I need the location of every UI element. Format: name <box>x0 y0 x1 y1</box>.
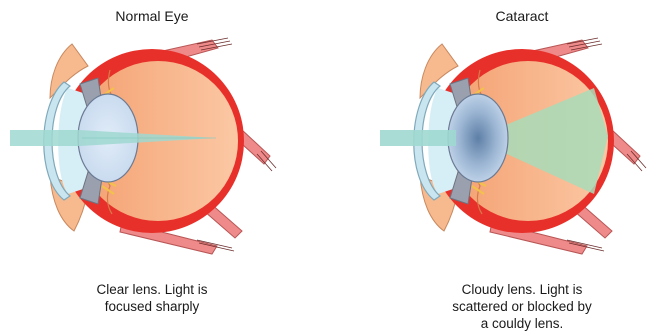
cloudy-lens <box>448 94 508 182</box>
cataract-eye-diagram <box>372 26 657 256</box>
normal-eye-title: Normal Eye <box>2 8 302 24</box>
cataract-panel: Cataract <box>372 0 657 332</box>
caption-line: scattered or blocked by <box>372 298 657 315</box>
cataract-caption: Cloudy lens. Light is scattered or block… <box>372 281 657 332</box>
normal-eye-panel: Normal Eye <box>2 0 302 332</box>
light-beam <box>380 130 456 146</box>
caption-line: a couldy lens. <box>372 315 657 332</box>
cataract-title: Cataract <box>372 8 657 24</box>
normal-eye-diagram <box>2 26 302 256</box>
caption-line: focused sharply <box>2 298 302 315</box>
caption-line: Cloudy lens. Light is <box>372 281 657 298</box>
normal-eye-caption: Clear lens. Light is focused sharply <box>2 281 302 315</box>
caption-line: Clear lens. Light is <box>2 281 302 298</box>
